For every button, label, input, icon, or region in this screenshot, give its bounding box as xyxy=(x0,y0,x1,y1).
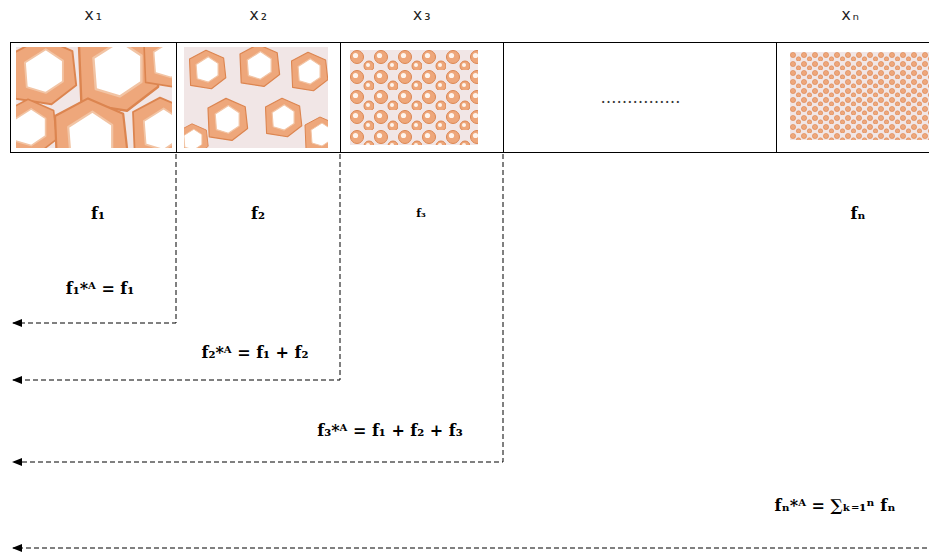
cumulative-formula: f₃*ᴬ = f₁ + f₂ + f₃ xyxy=(317,421,462,440)
dashed-arrow xyxy=(13,154,503,462)
sample-cell: x₁ xyxy=(10,42,176,153)
grain xyxy=(144,47,172,87)
dashed-arrow xyxy=(13,154,340,380)
grain xyxy=(133,98,172,148)
grain xyxy=(16,47,76,104)
grain xyxy=(55,98,128,148)
sample-cell: x₂ xyxy=(176,42,340,153)
grain xyxy=(292,52,328,90)
cumulative-formula: f₂*ᴬ = f₁ + f₂ xyxy=(202,343,309,362)
size-class-label: x₂ xyxy=(249,5,268,24)
sample-cell: …………… xyxy=(503,42,776,153)
fraction-label: fₙ xyxy=(850,204,865,223)
grain xyxy=(266,98,302,137)
image-ground xyxy=(350,50,478,145)
fine-particles xyxy=(350,50,478,145)
fraction-label: f₁ xyxy=(91,204,105,223)
coarse-particles xyxy=(4,27,197,176)
dashed-arrow xyxy=(13,154,176,323)
ellipsis-text: …………… xyxy=(601,88,681,107)
medium-particles xyxy=(179,44,339,155)
sample-cell: x₃ xyxy=(340,42,503,153)
size-class-label: x₃ xyxy=(413,5,432,24)
grain xyxy=(190,50,226,88)
grain xyxy=(16,99,57,148)
particle-pattern xyxy=(790,52,929,140)
size-class-label: xₙ xyxy=(841,5,860,24)
grain xyxy=(184,124,208,148)
fraction-label: f₂ xyxy=(251,204,265,223)
dashed-arrow xyxy=(13,548,927,549)
cumulative-arrows xyxy=(13,154,927,548)
cumulative-formula: fₙ*ᴬ = ∑ₖ₌₁ⁿ fₙ xyxy=(775,496,896,515)
image-ground xyxy=(790,52,929,140)
particle-pattern xyxy=(350,50,478,145)
grain xyxy=(208,98,248,140)
size-class-label: x₁ xyxy=(84,5,103,24)
fraction-label: f₃ xyxy=(416,207,426,220)
grain xyxy=(305,117,328,148)
grain xyxy=(240,47,280,86)
very-fine-particles xyxy=(790,52,929,140)
cumulative-formula: f₁*ᴬ = f₁ xyxy=(66,279,135,298)
sample-cell: xₙ xyxy=(776,42,929,153)
